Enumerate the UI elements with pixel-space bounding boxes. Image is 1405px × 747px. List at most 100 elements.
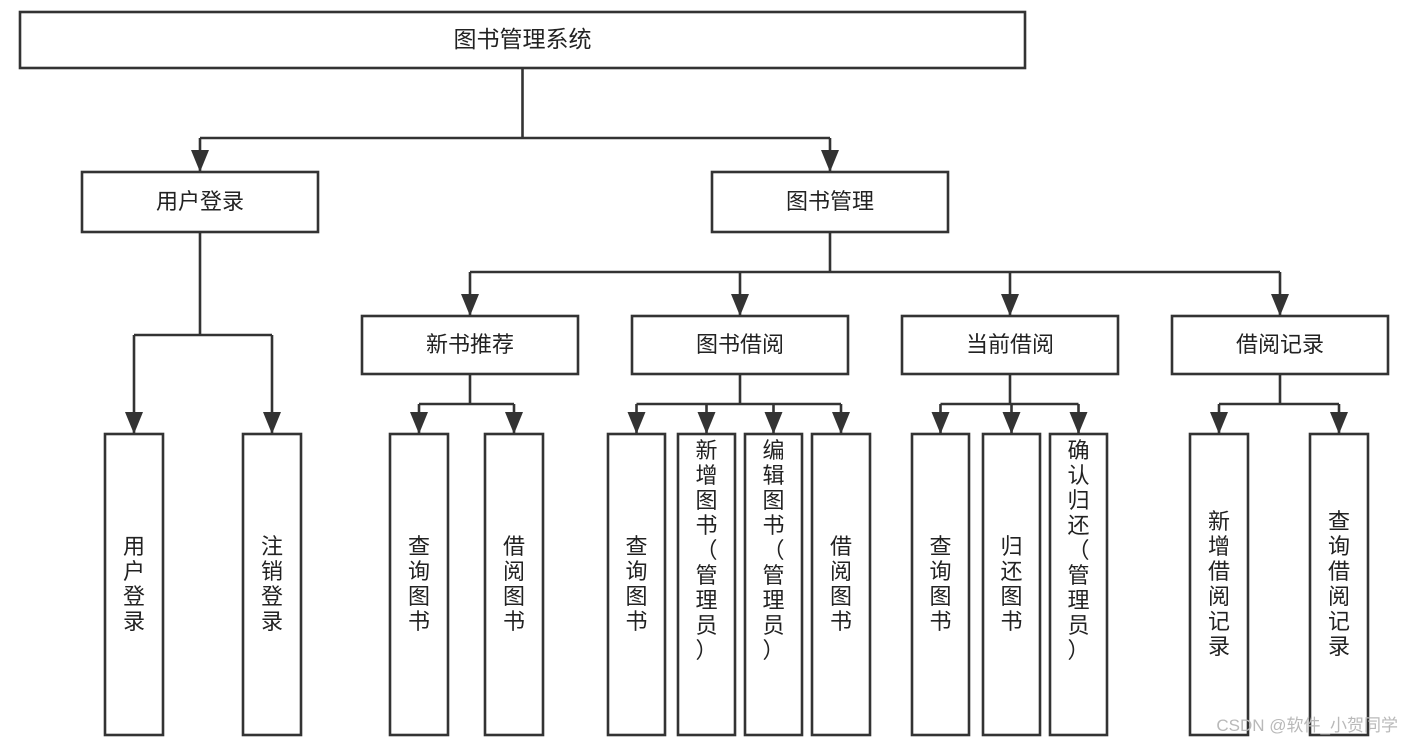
node-label-char: 录 (1328, 634, 1350, 659)
node-label-user-login: 用户登录 (156, 189, 244, 214)
node-label-char: 图 (762, 488, 784, 513)
node-label-char: 图 (408, 584, 430, 609)
node-label-char: 借 (830, 534, 852, 559)
arrow-head-icon (764, 412, 783, 434)
node-label-char: 图 (1000, 584, 1022, 609)
node-label-char: 录 (1208, 634, 1230, 659)
node-label-char: 查 (408, 534, 430, 559)
node-box-return-book (981, 432, 1042, 737)
node-label-char: 员 (1067, 613, 1089, 638)
node-label-char: 询 (929, 559, 951, 584)
node-box-user-login (80, 170, 320, 234)
node-label-char: 借 (503, 534, 525, 559)
node-label-char: ） (695, 638, 717, 663)
node-label-char: 新 (695, 438, 717, 463)
node-label-char: 认 (1067, 463, 1089, 488)
node-label-char: 图 (830, 584, 852, 609)
arrow-head-icon (731, 294, 749, 316)
arrow-head-icon (1330, 412, 1348, 434)
arrow-head-icon (505, 412, 523, 434)
node-box-confirm-return-admin (1048, 432, 1109, 737)
node-label-char: ） (762, 638, 784, 663)
node-label-char: 还 (1067, 513, 1089, 538)
node-root[interactable]: 图书管理系统 (18, 10, 1027, 70)
node-label-char: 增 (1208, 534, 1230, 559)
csdn-watermark: CSDN @软件_小贺同学 (1216, 716, 1398, 735)
node-label-char: 管 (695, 563, 717, 588)
node-label-char: 阅 (503, 559, 525, 584)
node-box-book-manage (710, 170, 950, 234)
node-label-char: ） (1067, 638, 1089, 663)
arrow-head-icon (125, 412, 143, 434)
node-label-char: 图 (695, 488, 717, 513)
node-label-char: 理 (1067, 588, 1089, 613)
node-box-query-book-3 (910, 432, 971, 737)
node-label-char: 书 (830, 609, 852, 634)
node-label-char: 员 (762, 613, 784, 638)
node-label-book-borrow: 图书借阅 (696, 332, 784, 357)
node-label-char: 图 (503, 584, 525, 609)
arrow-head-icon (832, 412, 850, 434)
node-book-manage[interactable]: 图书管理 (710, 170, 950, 234)
node-label-char: 录 (123, 609, 145, 634)
node-current-borrow[interactable]: 当前借阅 (900, 314, 1120, 376)
arrow-head-icon (627, 412, 646, 434)
arrow-head-icon (461, 294, 479, 316)
node-label-borrow-record: 借阅记录 (1236, 332, 1324, 357)
node-user-login[interactable]: 用户登录 (80, 170, 320, 234)
node-label-char: 记 (1328, 609, 1350, 634)
node-label-char: 管 (762, 563, 784, 588)
node-box-query-book-1 (388, 432, 450, 737)
node-label-char: 查 (625, 534, 647, 559)
node-label-char: 图 (929, 584, 951, 609)
arrow-head-icon (191, 150, 209, 172)
node-label-char: 用 (123, 534, 145, 559)
node-label-char: 借 (1328, 559, 1350, 584)
node-label-char: 新 (1208, 509, 1230, 534)
node-label-char: 书 (625, 609, 647, 634)
node-label-char: 管 (1067, 563, 1089, 588)
node-box-borrow-book-1 (483, 432, 545, 737)
node-label-char: 询 (408, 559, 430, 584)
node-label-char: 借 (1208, 559, 1230, 584)
node-label-char: 书 (929, 609, 951, 634)
arrow-head-icon (1002, 412, 1021, 434)
node-label-char: 记 (1208, 609, 1230, 634)
arrow-head-icon (263, 412, 281, 434)
node-label-char: （ (762, 538, 784, 563)
node-label-char: 查 (929, 534, 951, 559)
node-label-char: 录 (261, 609, 283, 634)
node-new-book-recommend[interactable]: 新书推荐 (360, 314, 580, 376)
node-label-char: 注 (261, 534, 283, 559)
node-label-char: 阅 (830, 559, 852, 584)
node-label-new-book-recommend: 新书推荐 (426, 332, 514, 357)
node-box-user-login-do (103, 432, 165, 737)
node-box-query-book-2 (606, 432, 667, 737)
node-label-char: 书 (1000, 609, 1022, 634)
arrow-head-icon (697, 412, 716, 434)
node-borrow-record[interactable]: 借阅记录 (1170, 314, 1390, 376)
node-user-login-do[interactable]: 用户登录 (103, 432, 165, 737)
node-box-new-book-recommend (360, 314, 580, 376)
node-label-char: 询 (1328, 534, 1350, 559)
node-label-char: 户 (123, 559, 145, 584)
node-label-char: 增 (695, 463, 717, 488)
node-label-char: 登 (261, 584, 283, 609)
arrow-head-icon (1271, 294, 1289, 316)
node-label-char: 理 (762, 588, 784, 613)
node-label-char: 书 (503, 609, 525, 634)
node-book-borrow[interactable]: 图书借阅 (630, 314, 850, 376)
